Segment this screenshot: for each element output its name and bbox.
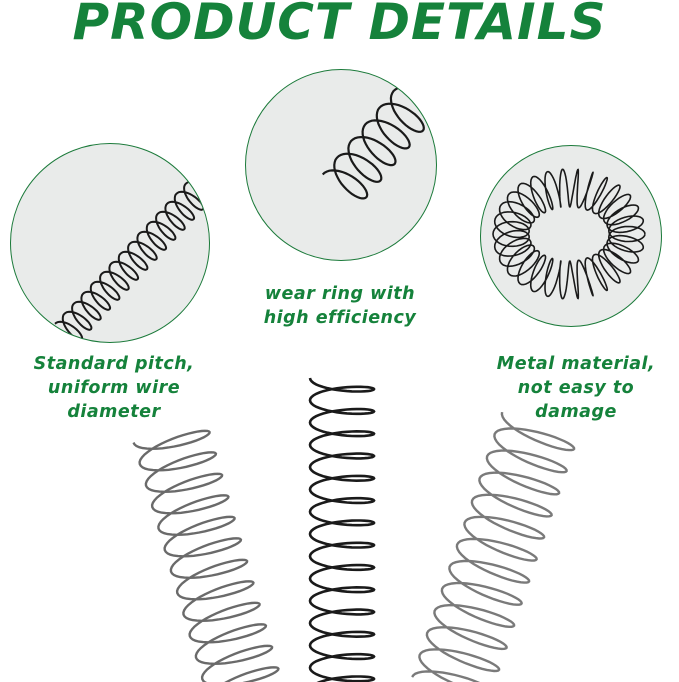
spring-ring-image (492, 168, 646, 300)
springs-product-image (132, 377, 576, 682)
page-title: PRODUCT DETAILS (72, 0, 607, 51)
feature-caption-material: Metal material, not easy to damage (476, 352, 676, 424)
feature-caption-pitch: Standard pitch, uniform wire diameter (0, 352, 228, 424)
detail-image-efficiency (245, 69, 437, 261)
caption-line: not easy to damage (517, 378, 635, 422)
detail-image-material (480, 145, 662, 327)
caption-line: Metal material, (496, 354, 656, 374)
spring-closeup-image (321, 73, 436, 200)
caption-line: Standard pitch, (33, 354, 195, 374)
caption-line: wear ring with (264, 284, 416, 304)
feature-caption-efficiency: wear ring with high efficiency (240, 282, 440, 330)
caption-line: uniform wire diameter (47, 378, 181, 422)
caption-line: high efficiency (263, 308, 417, 328)
spring-diagonal-image (54, 173, 209, 341)
detail-image-pitch (10, 143, 210, 343)
